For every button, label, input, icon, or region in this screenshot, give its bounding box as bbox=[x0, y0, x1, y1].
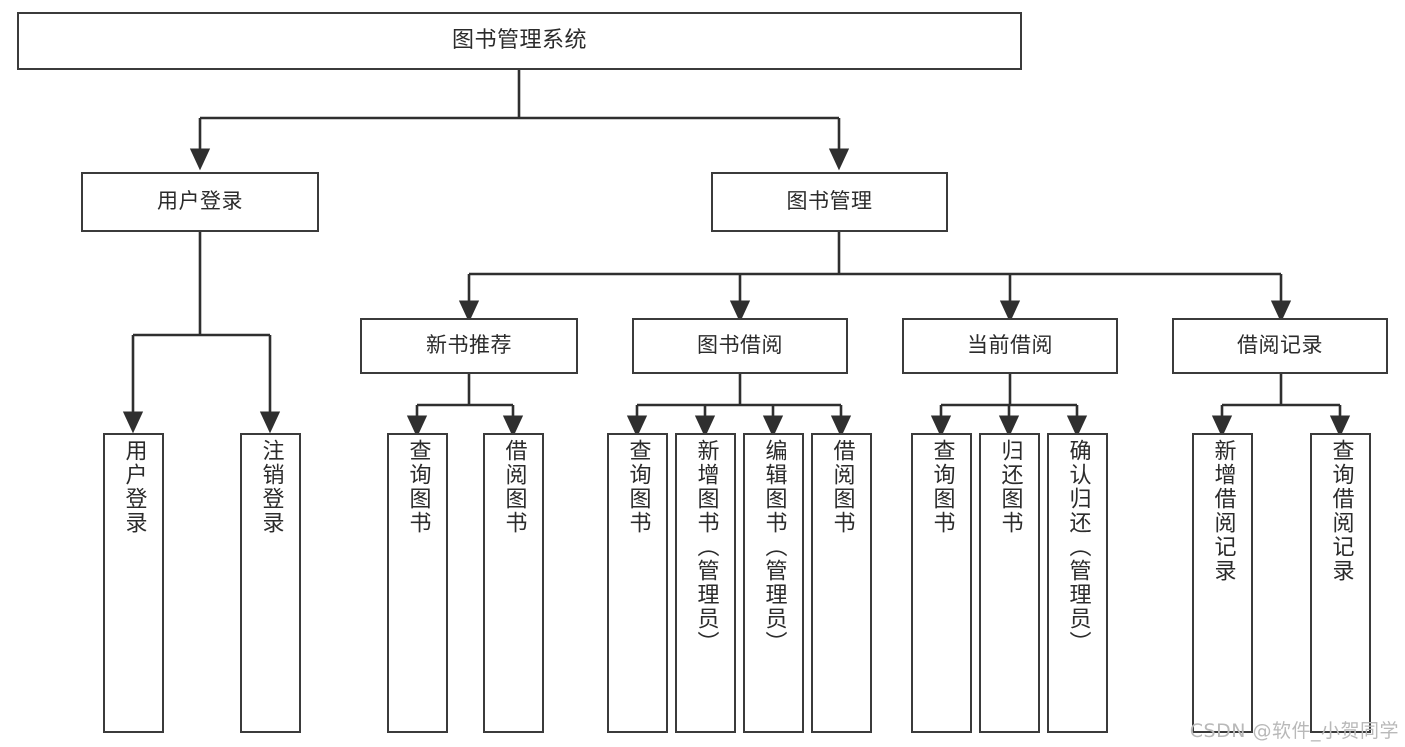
node-book-borrow[interactable]: 图书借阅 bbox=[632, 318, 848, 374]
leaf-edit-book-admin-label: 编辑图书（管理员） bbox=[761, 439, 787, 655]
leaf-borrow-book-newbook-label: 借阅图书 bbox=[501, 439, 527, 535]
node-current-borrow[interactable]: 当前借阅 bbox=[902, 318, 1118, 374]
node-root-label: 图书管理系统 bbox=[451, 27, 587, 53]
leaf-confirm-return-admin-label: 确认归还（管理员） bbox=[1065, 439, 1091, 655]
leaf-borrow-book-newbook[interactable]: 借阅图书 bbox=[483, 433, 544, 733]
node-book-management-label: 图书管理 bbox=[786, 189, 873, 214]
node-new-book-recommend[interactable]: 新书推荐 bbox=[360, 318, 578, 374]
leaf-add-book-admin-label: 新增图书（管理员） bbox=[693, 439, 719, 655]
leaf-logout-label: 注销登录 bbox=[258, 439, 284, 535]
node-borrow-record-label: 借阅记录 bbox=[1237, 333, 1323, 358]
node-new-book-recommend-label: 新书推荐 bbox=[426, 333, 512, 358]
node-user-login[interactable]: 用户登录 bbox=[81, 172, 319, 232]
leaf-borrow-book-borrow-label: 借阅图书 bbox=[829, 439, 855, 535]
node-root[interactable]: 图书管理系统 bbox=[17, 12, 1022, 70]
node-borrow-record[interactable]: 借阅记录 bbox=[1172, 318, 1388, 374]
leaf-add-borrow-record[interactable]: 新增借阅记录 bbox=[1192, 433, 1253, 733]
leaf-add-book-admin[interactable]: 新增图书（管理员） bbox=[675, 433, 736, 733]
leaf-query-book-newbook[interactable]: 查询图书 bbox=[387, 433, 448, 733]
leaf-edit-book-admin[interactable]: 编辑图书（管理员） bbox=[743, 433, 804, 733]
leaf-user-login-label: 用户登录 bbox=[121, 439, 147, 535]
leaf-borrow-book-borrow[interactable]: 借阅图书 bbox=[811, 433, 872, 733]
leaf-query-book-current-label: 查询图书 bbox=[929, 439, 955, 535]
leaf-add-borrow-record-label: 新增借阅记录 bbox=[1210, 439, 1236, 583]
leaf-confirm-return-admin[interactable]: 确认归还（管理员） bbox=[1047, 433, 1108, 733]
leaf-query-book-current[interactable]: 查询图书 bbox=[911, 433, 972, 733]
leaf-user-login[interactable]: 用户登录 bbox=[103, 433, 164, 733]
node-book-borrow-label: 图书借阅 bbox=[697, 333, 783, 358]
watermark: CSDN @软件_小贺同学 bbox=[1189, 720, 1399, 742]
node-current-borrow-label: 当前借阅 bbox=[967, 333, 1053, 358]
leaf-return-book[interactable]: 归还图书 bbox=[979, 433, 1040, 733]
leaf-query-book-borrow-label: 查询图书 bbox=[625, 439, 651, 535]
leaf-query-book-newbook-label: 查询图书 bbox=[405, 439, 431, 535]
node-user-login-label: 用户登录 bbox=[157, 189, 243, 214]
leaf-logout[interactable]: 注销登录 bbox=[240, 433, 301, 733]
leaf-return-book-label: 归还图书 bbox=[997, 439, 1023, 535]
leaf-query-book-borrow[interactable]: 查询图书 bbox=[607, 433, 668, 733]
node-book-management[interactable]: 图书管理 bbox=[711, 172, 948, 232]
leaf-query-borrow-record[interactable]: 查询借阅记录 bbox=[1310, 433, 1371, 733]
leaf-query-borrow-record-label: 查询借阅记录 bbox=[1328, 439, 1354, 583]
